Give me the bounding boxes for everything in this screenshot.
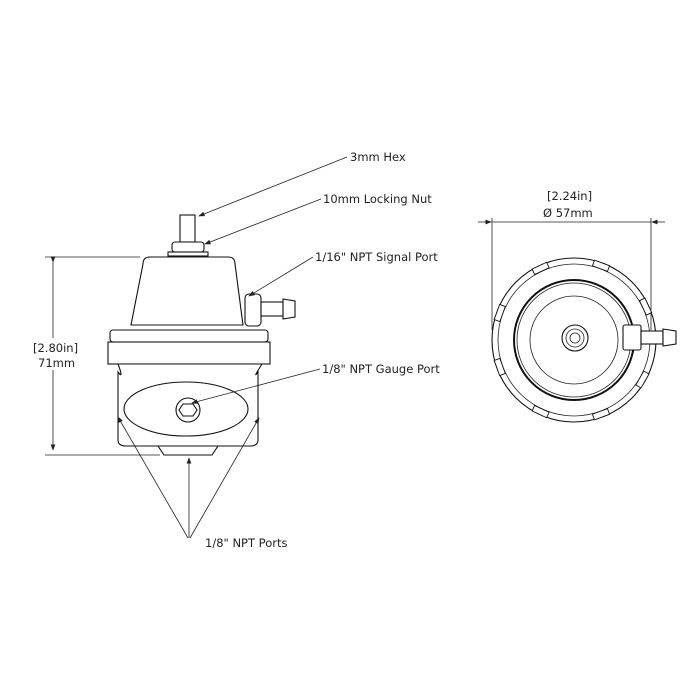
- body-band: [107, 341, 271, 365]
- label-3mm-hex: 3mm Hex: [350, 150, 406, 164]
- signal-port: [244, 293, 296, 327]
- height-mm: 71mm: [38, 356, 75, 370]
- top-signal-port: [622, 324, 677, 351]
- label-locking-nut: 10mm Locking Nut: [323, 192, 432, 206]
- flange-ring: [109, 329, 269, 343]
- nut-washer: [167, 251, 209, 257]
- label-npt-ports: 1/8" NPT Ports: [205, 536, 287, 550]
- label-gauge-port: 1/8" NPT Gauge Port: [322, 362, 440, 376]
- ring-notches: [493, 259, 653, 421]
- bottom-port: [156, 445, 220, 456]
- side-view: [2.80in] 71mm 3mm Hex 10mm Locking Nut 1…: [30, 150, 440, 550]
- diameter-mm: Ø 57mm: [543, 206, 593, 220]
- top-view: [2.24in] Ø 57mm: [478, 189, 677, 423]
- diameter-in: [2.24in]: [547, 189, 592, 203]
- hex-stem: [179, 214, 196, 243]
- label-signal-port: 1/16" NPT Signal Port: [315, 250, 438, 264]
- locking-nut: [171, 241, 205, 253]
- hex-socket: [178, 403, 198, 417]
- top-cap: [130, 256, 244, 326]
- height-in: [2.80in]: [33, 341, 78, 355]
